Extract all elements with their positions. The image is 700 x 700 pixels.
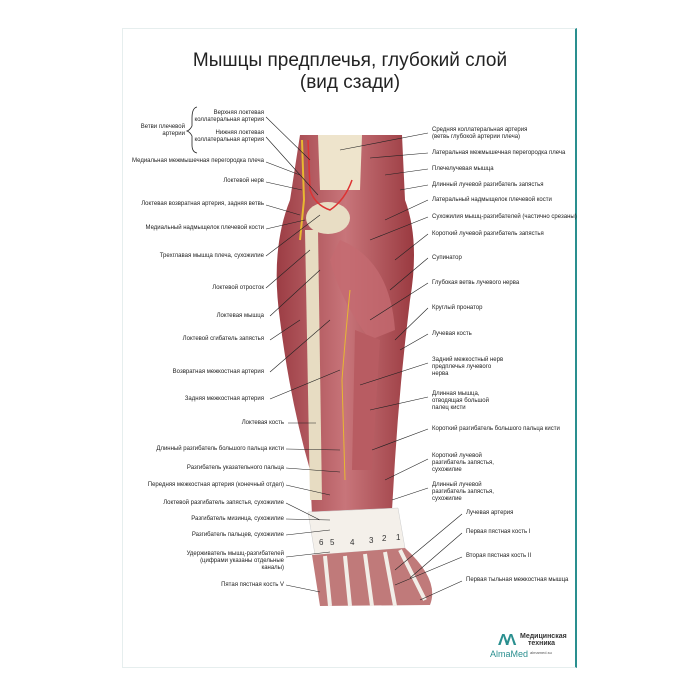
- label: Длинная мышца, отводящая большой палец к…: [432, 391, 489, 411]
- label: Плечелучевая мышца: [432, 166, 494, 172]
- label: Локтевая мышца: [216, 313, 264, 319]
- poster-frame: [122, 28, 577, 668]
- label: Верхняя локтевая коллатеральная артерия: [194, 110, 265, 123]
- label-brachial-artery-branches: Ветви плечевой артерии: [140, 124, 185, 137]
- hand: [312, 548, 433, 606]
- label: Вторая пястная кость II: [466, 553, 532, 559]
- label: Локтевой отросток: [212, 285, 264, 291]
- olecranon: [306, 202, 350, 234]
- channel-number: 5: [330, 538, 335, 547]
- label: Разгибатель пальцев, сухожилие: [191, 532, 284, 538]
- label: Разгибатель указательного пальца: [186, 465, 284, 471]
- channel-number: 4: [350, 538, 355, 547]
- label: Задний межкостный нерв предплечья лучево…: [432, 357, 504, 377]
- logo-tagline: техника: [528, 640, 556, 647]
- ulna-bone: [305, 230, 322, 500]
- humerus-bone: [318, 135, 362, 190]
- label: Лучевая артерия: [466, 510, 514, 516]
- label: Короткий лучевой разгибатель запястья, с…: [432, 453, 494, 473]
- label: Локтевой сгибатель запястья: [182, 336, 264, 342]
- channel-number: 3: [369, 536, 374, 545]
- label: Латеральная межмышечная перегородка плеч…: [432, 150, 566, 156]
- label: Длинный лучевой разгибатель запястья, су…: [432, 482, 494, 502]
- label: Локтевая кость: [241, 420, 284, 426]
- label: Нижняя локтевая коллатеральная артерия: [194, 130, 265, 143]
- label: Медиальный надмыщелок плечевой кости: [145, 225, 264, 231]
- logo-brand: AlmaMed: [490, 649, 529, 659]
- label: Локтевая возвратная артерия, задняя ветв…: [141, 201, 264, 207]
- label: Длинный лучевой разгибатель запястья: [432, 182, 544, 188]
- channel-number: 2: [382, 534, 387, 543]
- label: Средняя коллатеральная артерия (ветвь гл…: [432, 127, 528, 140]
- label: Возвратная межкостная артерия: [172, 369, 264, 375]
- label: Задняя межкостная артерия: [184, 396, 264, 402]
- almamed-logo: ΛΛ AlmaMed Медицинская техника almamed.s…: [490, 632, 580, 662]
- logo-tagline: Медицинская: [520, 633, 567, 640]
- label: Передняя межкостная артерия (конечный от…: [147, 482, 284, 488]
- logo-url: almamed.su: [530, 650, 552, 655]
- label: Глубокая ветвь лучевого нерва: [432, 280, 520, 286]
- poster-subtitle: (вид сзади): [299, 72, 401, 93]
- label: Трехглавая мышца плеча, сухожилие: [159, 253, 264, 259]
- label: Первая тыльная межкостная мышца: [466, 577, 569, 583]
- label: Круглый пронатор: [432, 305, 483, 311]
- logo-icon: ΛΛ: [498, 632, 516, 649]
- channel-number: 1: [396, 533, 401, 542]
- extensor-retinaculum: [307, 507, 406, 556]
- label: Короткий разгибатель большого пальца кис…: [432, 426, 560, 432]
- channel-number: 6: [319, 538, 324, 547]
- label: Медиальная межмышечная перегородка плеча: [132, 158, 264, 164]
- label: Пятая пястная кость V: [221, 582, 284, 588]
- label: Длинный разгибатель большого пальца кист…: [156, 446, 284, 452]
- label: Супинатор: [432, 255, 462, 261]
- label: Удерживатель мышц-разгибателей (цифрами …: [186, 551, 284, 571]
- label: Первая пястная кость I: [466, 529, 531, 535]
- poster-title: Мышцы предплечья, глубокий слой: [192, 50, 508, 71]
- label: Лучевая кость: [432, 331, 472, 337]
- label: Короткий лучевой разгибатель запястья: [432, 231, 544, 237]
- label: Сухожилия мышц-разгибателей (частично ср…: [432, 214, 577, 220]
- channel-numbers: 6 5 4 3 2 1: [319, 533, 401, 547]
- label: Локтевой разгибатель запястья, сухожилие: [163, 500, 284, 506]
- label: Локтевой нерв: [223, 178, 264, 184]
- label: Латеральный надмыщелок плечевой кости: [432, 197, 552, 203]
- label: Разгибатель мизинца, сухожилие: [191, 516, 284, 522]
